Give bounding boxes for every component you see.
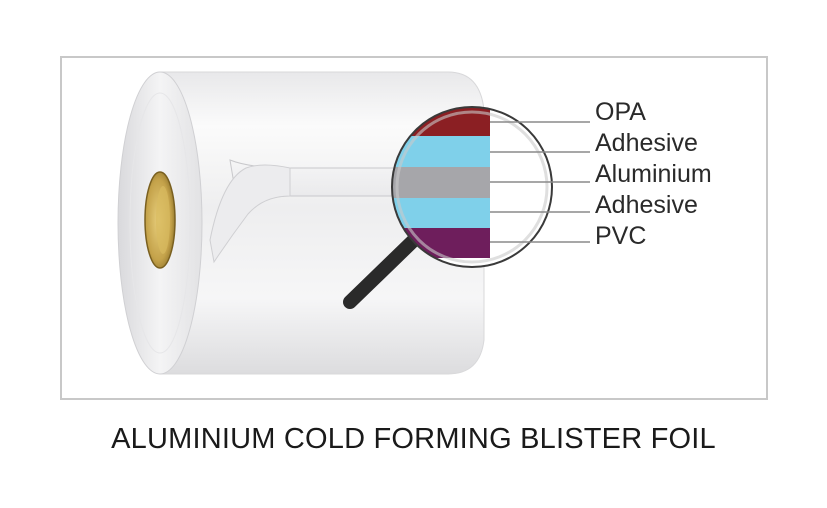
layer-swatch-adhesive-top bbox=[392, 136, 490, 167]
diagram-caption: ALUMINIUM COLD FORMING BLISTER FOIL bbox=[111, 423, 716, 455]
leader-lines bbox=[490, 121, 590, 243]
layer-label-pvc: PVC bbox=[595, 222, 646, 250]
layer-label-opa: OPA bbox=[595, 98, 646, 126]
layer-label-aluminium: Aluminium bbox=[595, 160, 712, 188]
layer-swatch-aluminium bbox=[392, 167, 490, 198]
magnifier-handle bbox=[343, 233, 421, 309]
layer-swatch-adhesive-bottom bbox=[392, 198, 490, 228]
layer-label-adhesive-bottom: Adhesive bbox=[595, 191, 698, 219]
layer-label-adhesive-top: Adhesive bbox=[595, 129, 698, 157]
